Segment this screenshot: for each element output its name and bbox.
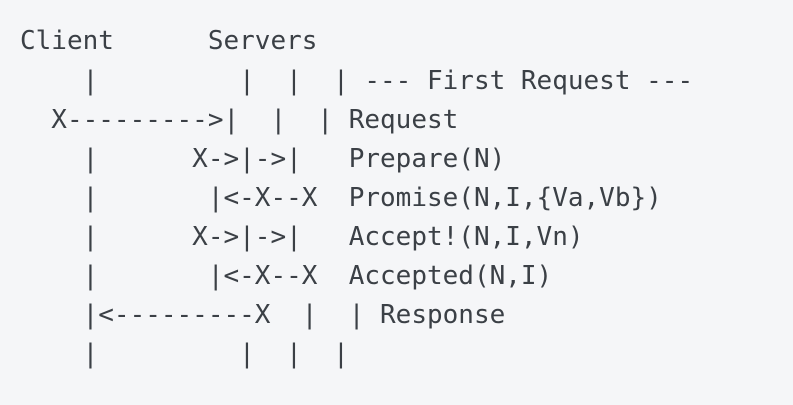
- diagram-row-first-request: | | | | --- First Request ---: [20, 66, 694, 96]
- diagram-row-request: X--------->| | | Request: [20, 105, 459, 135]
- column-headers-row: Client Servers: [20, 26, 318, 56]
- diagram-row-prepare: | X->|->| Prepare(N): [20, 144, 506, 174]
- diagram-row-accepted: | |<-X--X Accepted(N,I): [20, 261, 553, 291]
- ascii-art-canvas: Client Servers | | | | --- First Request…: [20, 22, 693, 374]
- diagram-row-promise: | |<-X--X Promise(N,I,{Va,Vb}): [20, 183, 662, 213]
- diagram-row-response: |<---------X | | Response: [20, 300, 506, 330]
- diagram-row-lifelines-end: | | | |: [20, 339, 365, 369]
- diagram-row-accept: | X->|->| Accept!(N,I,Vn): [20, 222, 584, 252]
